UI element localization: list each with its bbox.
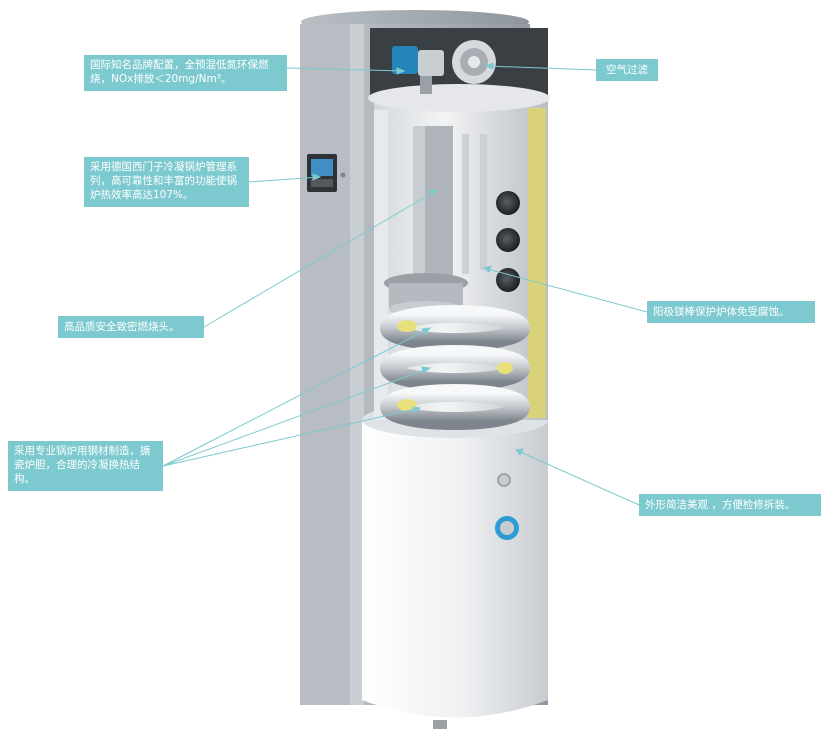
burner-tube (384, 126, 468, 317)
connection-ports (496, 191, 520, 292)
callout-control-system: 采用德国西门子冷凝锅炉管理系列，高可靠性和丰富的功能使锅炉热效率高达107%。 (84, 157, 249, 207)
anode-rods (462, 134, 487, 274)
callout-burner-brand: 国际知名品牌配置，全预混低氮环保燃烧，NOx排放＜20mg/Nm³。 (84, 55, 287, 91)
callout-anode-rod-text: 阳极镁棒保护炉体免受腐蚀。 (653, 306, 790, 318)
burner-chamber (368, 28, 550, 112)
control-display (307, 154, 346, 192)
heat-exchanger-coil (380, 305, 530, 430)
callout-air-filter: 空气过滤 (596, 59, 658, 81)
leader-lines (162, 62, 648, 506)
callout-anode-rod: 阳极镁棒保护炉体免受腐蚀。 (647, 301, 815, 323)
front-fittings (433, 473, 519, 729)
callout-coil-structure-text: 采用专业锅炉用钢材制造，搪瓷炉胆，合理的冷凝换热结构。 (14, 445, 151, 485)
callout-coil-structure: 采用专业锅炉用钢材制造，搪瓷炉胆，合理的冷凝换热结构。 (8, 441, 163, 491)
callout-appearance: 外形简洁美观 ，方便检修拆装。 (639, 494, 821, 516)
callout-air-filter-text: 空气过滤 (606, 64, 648, 76)
callout-control-system-text: 采用德国西门子冷凝锅炉管理系列，高可靠性和丰富的功能使锅炉热效率高达107%。 (90, 161, 237, 201)
callout-appearance-text: 外形简洁美观 ，方便检修拆装。 (645, 499, 796, 511)
callout-burner-brand-text: 国际知名品牌配置，全预混低氮环保燃烧，NOx排放＜20mg/Nm³。 (90, 59, 269, 85)
callout-burner-head-text: 高品质安全致密燃烧头。 (64, 321, 180, 333)
callout-burner-head: 高品质安全致密燃烧头。 (58, 316, 204, 338)
